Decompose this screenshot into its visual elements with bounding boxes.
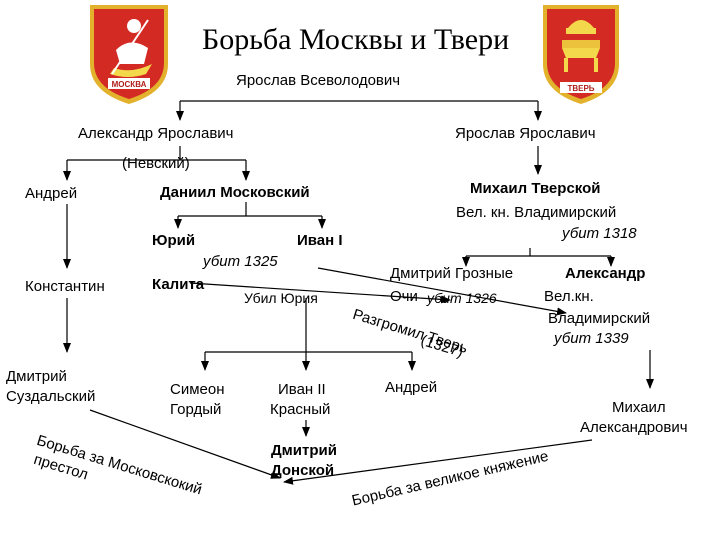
connector-struggle-principality bbox=[283, 439, 593, 485]
person-alexander-yaroslavich: Александр Ярославич bbox=[78, 125, 234, 142]
person-mikhail-title: Вел. кн. Владимирский bbox=[456, 204, 617, 221]
person-alexandr: Александр bbox=[565, 265, 646, 282]
person-dmitry-donskoy-1: Дмитрий bbox=[271, 442, 337, 459]
page-title: Борьба Москвы и Твери bbox=[202, 23, 510, 56]
person-yaroslav-vsevolodovich: Ярослав Всеволодович bbox=[236, 72, 401, 89]
moscow-coat-of-arms: МОСКВА bbox=[90, 5, 168, 104]
person-andrey: Андрей bbox=[25, 185, 78, 202]
person-simeon-1: Симеон bbox=[170, 381, 225, 398]
person-alexander-nevsky-label: (Невский) bbox=[122, 155, 190, 172]
person-alexandr-title-1: Вел.кн. bbox=[544, 288, 594, 305]
person-daniil-moskovsky: Даниил Московский bbox=[160, 184, 310, 201]
annotation-killed-yury: Убил Юрия bbox=[244, 290, 318, 306]
person-yaroslav-yaroslavich: Ярослав Ярославич bbox=[455, 125, 596, 142]
person-mikhail-tverskoy: Михаил Тверской bbox=[470, 180, 601, 197]
person-konstantin: Константин bbox=[25, 278, 105, 295]
person-simeon-2: Гордый bbox=[170, 401, 222, 418]
person-ivan-ii-2: Красный bbox=[270, 401, 331, 418]
person-yury: Юрий bbox=[152, 232, 196, 249]
connector-kalita-to-dmitry bbox=[189, 282, 451, 304]
tver-caption: ТВЕРЬ bbox=[567, 84, 594, 93]
tver-coat-of-arms: ТВЕРЬ bbox=[543, 5, 619, 104]
person-alexandr-title-2: Владимирский bbox=[548, 310, 651, 327]
connector-kalita-to-tver bbox=[317, 267, 567, 316]
moscow-caption: МОСКВА bbox=[112, 80, 147, 89]
person-yury-death: убит 1325 bbox=[203, 253, 278, 270]
person-dmitry-death: убит 1326 bbox=[427, 290, 497, 306]
person-ivan-i: Иван I bbox=[297, 232, 343, 249]
person-dmitry-groznye-ochi: Очи bbox=[390, 288, 418, 305]
person-andrey-2: Андрей bbox=[385, 379, 438, 396]
person-dmitry-suzdalsky-1: Дмитрий bbox=[6, 368, 67, 385]
person-dmitry-donskoy-2: Донской bbox=[271, 462, 335, 479]
person-dmitry-groznye: Дмитрий Грозные bbox=[390, 265, 514, 282]
connector-struggle-throne bbox=[89, 409, 281, 479]
person-mikhail-alexandrovich-2: Александрович bbox=[580, 419, 688, 436]
person-mikhail-alexandrovich-1: Михаил bbox=[612, 399, 666, 416]
person-alexandr-death: убит 1339 bbox=[554, 330, 629, 347]
person-dmitry-suzdalsky-2: Суздальский bbox=[6, 388, 96, 405]
person-mikhail-death: убит 1318 bbox=[562, 225, 637, 242]
person-ivan-ii-1: Иван II bbox=[278, 381, 326, 398]
person-ivan-kalita: Калита bbox=[152, 276, 205, 293]
